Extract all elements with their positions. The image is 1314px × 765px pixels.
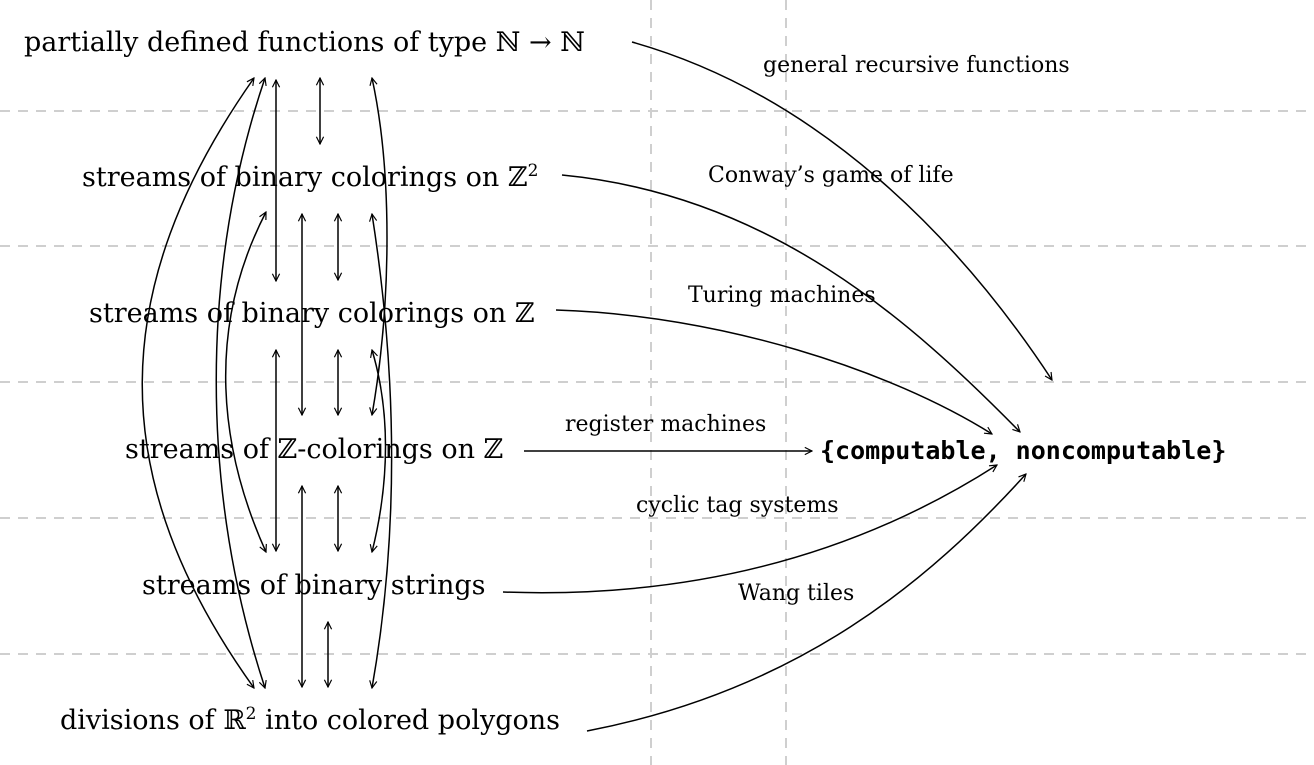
edge-general-recursive [631, 41, 1052, 380]
edge-partial-polygons-outer [141, 78, 254, 688]
node-polygons-exponent: 2 [245, 704, 257, 724]
edge-partial-polygons-inner [215, 78, 265, 688]
adjacent-reductions [276, 78, 338, 687]
edge-turing [555, 309, 992, 434]
node-binary-strings: streams of binary strings [142, 571, 486, 601]
edge-label-conway: Conway’s game of life [708, 163, 954, 188]
node-binary-strings-label: streams of binary strings [142, 570, 486, 601]
node-colorings-z2-label: streams of binary colorings on ℤ [82, 162, 528, 193]
node-target-set-label: {computable, noncomputable} [820, 436, 1227, 465]
edge-label-turing: Turing machines [688, 283, 876, 308]
node-polygons-label-start: divisions of ℝ [60, 705, 246, 736]
node-colorings-z: streams of binary colorings on ℤ [89, 299, 535, 329]
node-polygons: divisions of ℝ2 into colored polygons [60, 706, 560, 736]
long-reductions [141, 78, 393, 688]
edge-partial-z [372, 78, 388, 415]
edge-cyclic-tag [502, 465, 997, 594]
edge-z-strings-right [372, 350, 387, 552]
node-partial-functions-label: partially defined functions of type ℕ → … [24, 27, 585, 58]
edge-wang [586, 474, 1026, 732]
edge-conway [561, 174, 1020, 432]
edge-z2-polygons [372, 214, 393, 688]
node-target-set: {computable, noncomputable} [820, 436, 1226, 466]
node-colorings-z2-exponent: 2 [527, 161, 539, 181]
node-partial-functions: partially defined functions of type ℕ → … [24, 28, 585, 58]
node-z-colorings-z: streams of ℤ-colorings on ℤ [125, 435, 503, 465]
edge-label-wang: Wang tiles [738, 581, 855, 606]
target-edges [502, 41, 1052, 732]
node-colorings-z-label: streams of binary colorings on ℤ [89, 298, 535, 329]
edge-label-register: register machines [565, 412, 767, 437]
edge-label-cyclic-tag: cyclic tag systems [636, 493, 839, 518]
node-colorings-z2: streams of binary colorings on ℤ2 [82, 163, 538, 193]
edge-z2-strings [224, 212, 266, 552]
node-z-colorings-z-label: streams of ℤ-colorings on ℤ [125, 434, 504, 465]
node-polygons-label-end: into colored polygons [256, 705, 561, 736]
edge-label-general-recursive: general recursive functions [763, 53, 1070, 78]
